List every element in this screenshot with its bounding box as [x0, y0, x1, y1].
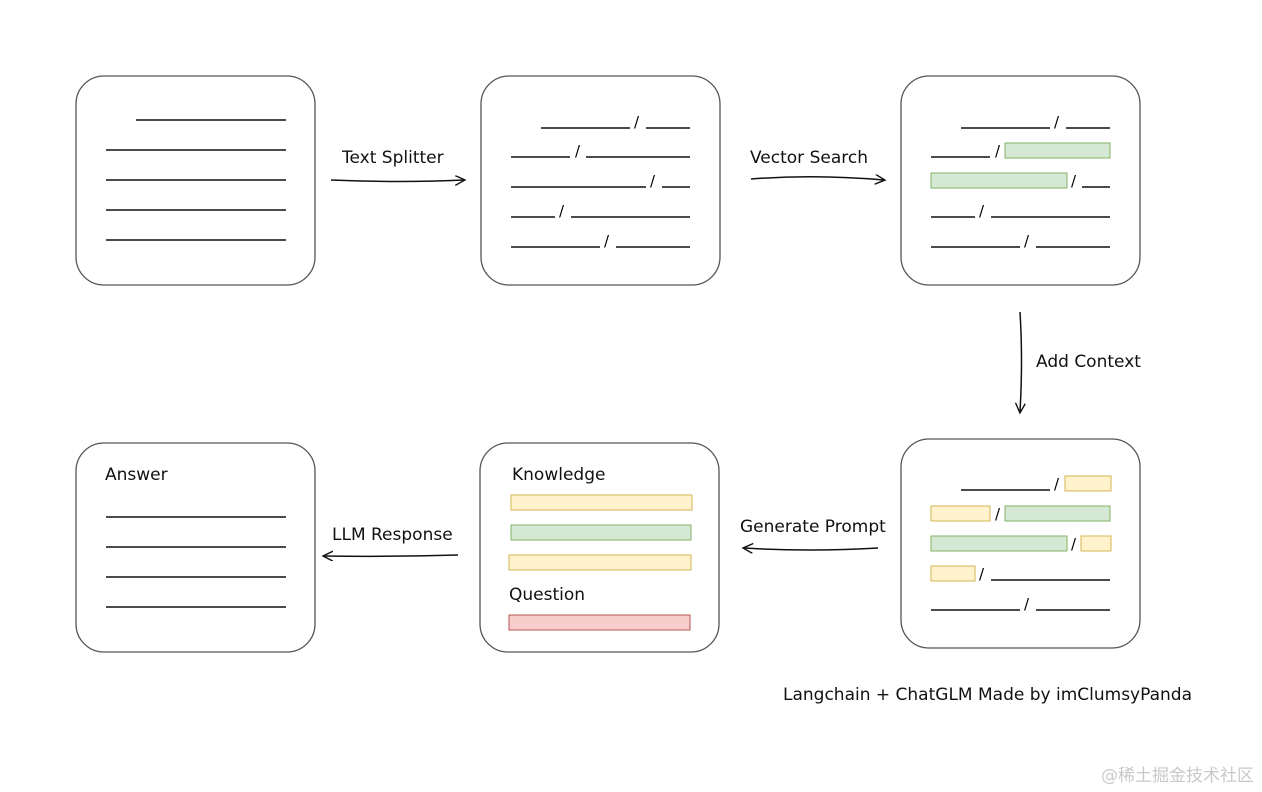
question-heading: Question [509, 585, 586, 605]
step-label-vector-search: Vector Search [750, 148, 868, 168]
generate-prompt-arrow [744, 548, 879, 550]
chunk-separator: / [1024, 232, 1030, 250]
add-context-arrow [1020, 311, 1022, 412]
step-label-llm-response: LLM Response [332, 525, 453, 545]
llm-response-arrow [324, 555, 459, 556]
answer-box [75, 442, 316, 653]
chunk-separator: / [995, 142, 1001, 160]
chunk-separator: / [1054, 113, 1060, 131]
step-label-text-splitter: Text Splitter [342, 148, 444, 168]
watermark: @稀土掘金技术社区 [1101, 766, 1254, 786]
vector-search-box: / / / / / [900, 75, 1141, 286]
chunk-separator: / [1071, 172, 1077, 190]
chunk-separator: / [979, 202, 985, 220]
document-box [75, 75, 316, 286]
chunk-separator: / [1024, 595, 1030, 613]
chunk-separator: / [634, 113, 640, 131]
step-label-generate-prompt: Generate Prompt [740, 517, 886, 537]
chunk-separator: / [995, 505, 1001, 523]
chunk-separator: / [979, 565, 985, 583]
chunk-separator: / [1054, 475, 1060, 493]
chunk-separator: / [1071, 535, 1077, 553]
chunk-separator: / [604, 232, 610, 250]
chunk-separator: / [575, 142, 581, 160]
prompt-box [479, 442, 720, 653]
split-chunks-box: / / / / / [480, 75, 721, 286]
chunk-separator: / [559, 202, 565, 220]
context-box: / / / / / [900, 438, 1141, 649]
step-label-add-context: Add Context [1036, 352, 1141, 372]
knowledge-heading: Knowledge [512, 465, 606, 485]
text-splitter-arrow [330, 180, 464, 182]
chunk-separator: / [650, 172, 656, 190]
vector-search-arrow [750, 177, 884, 180]
diagram-caption: Langchain + ChatGLM Made by imClumsyPand… [783, 685, 1192, 705]
answer-heading: Answer [105, 465, 168, 485]
